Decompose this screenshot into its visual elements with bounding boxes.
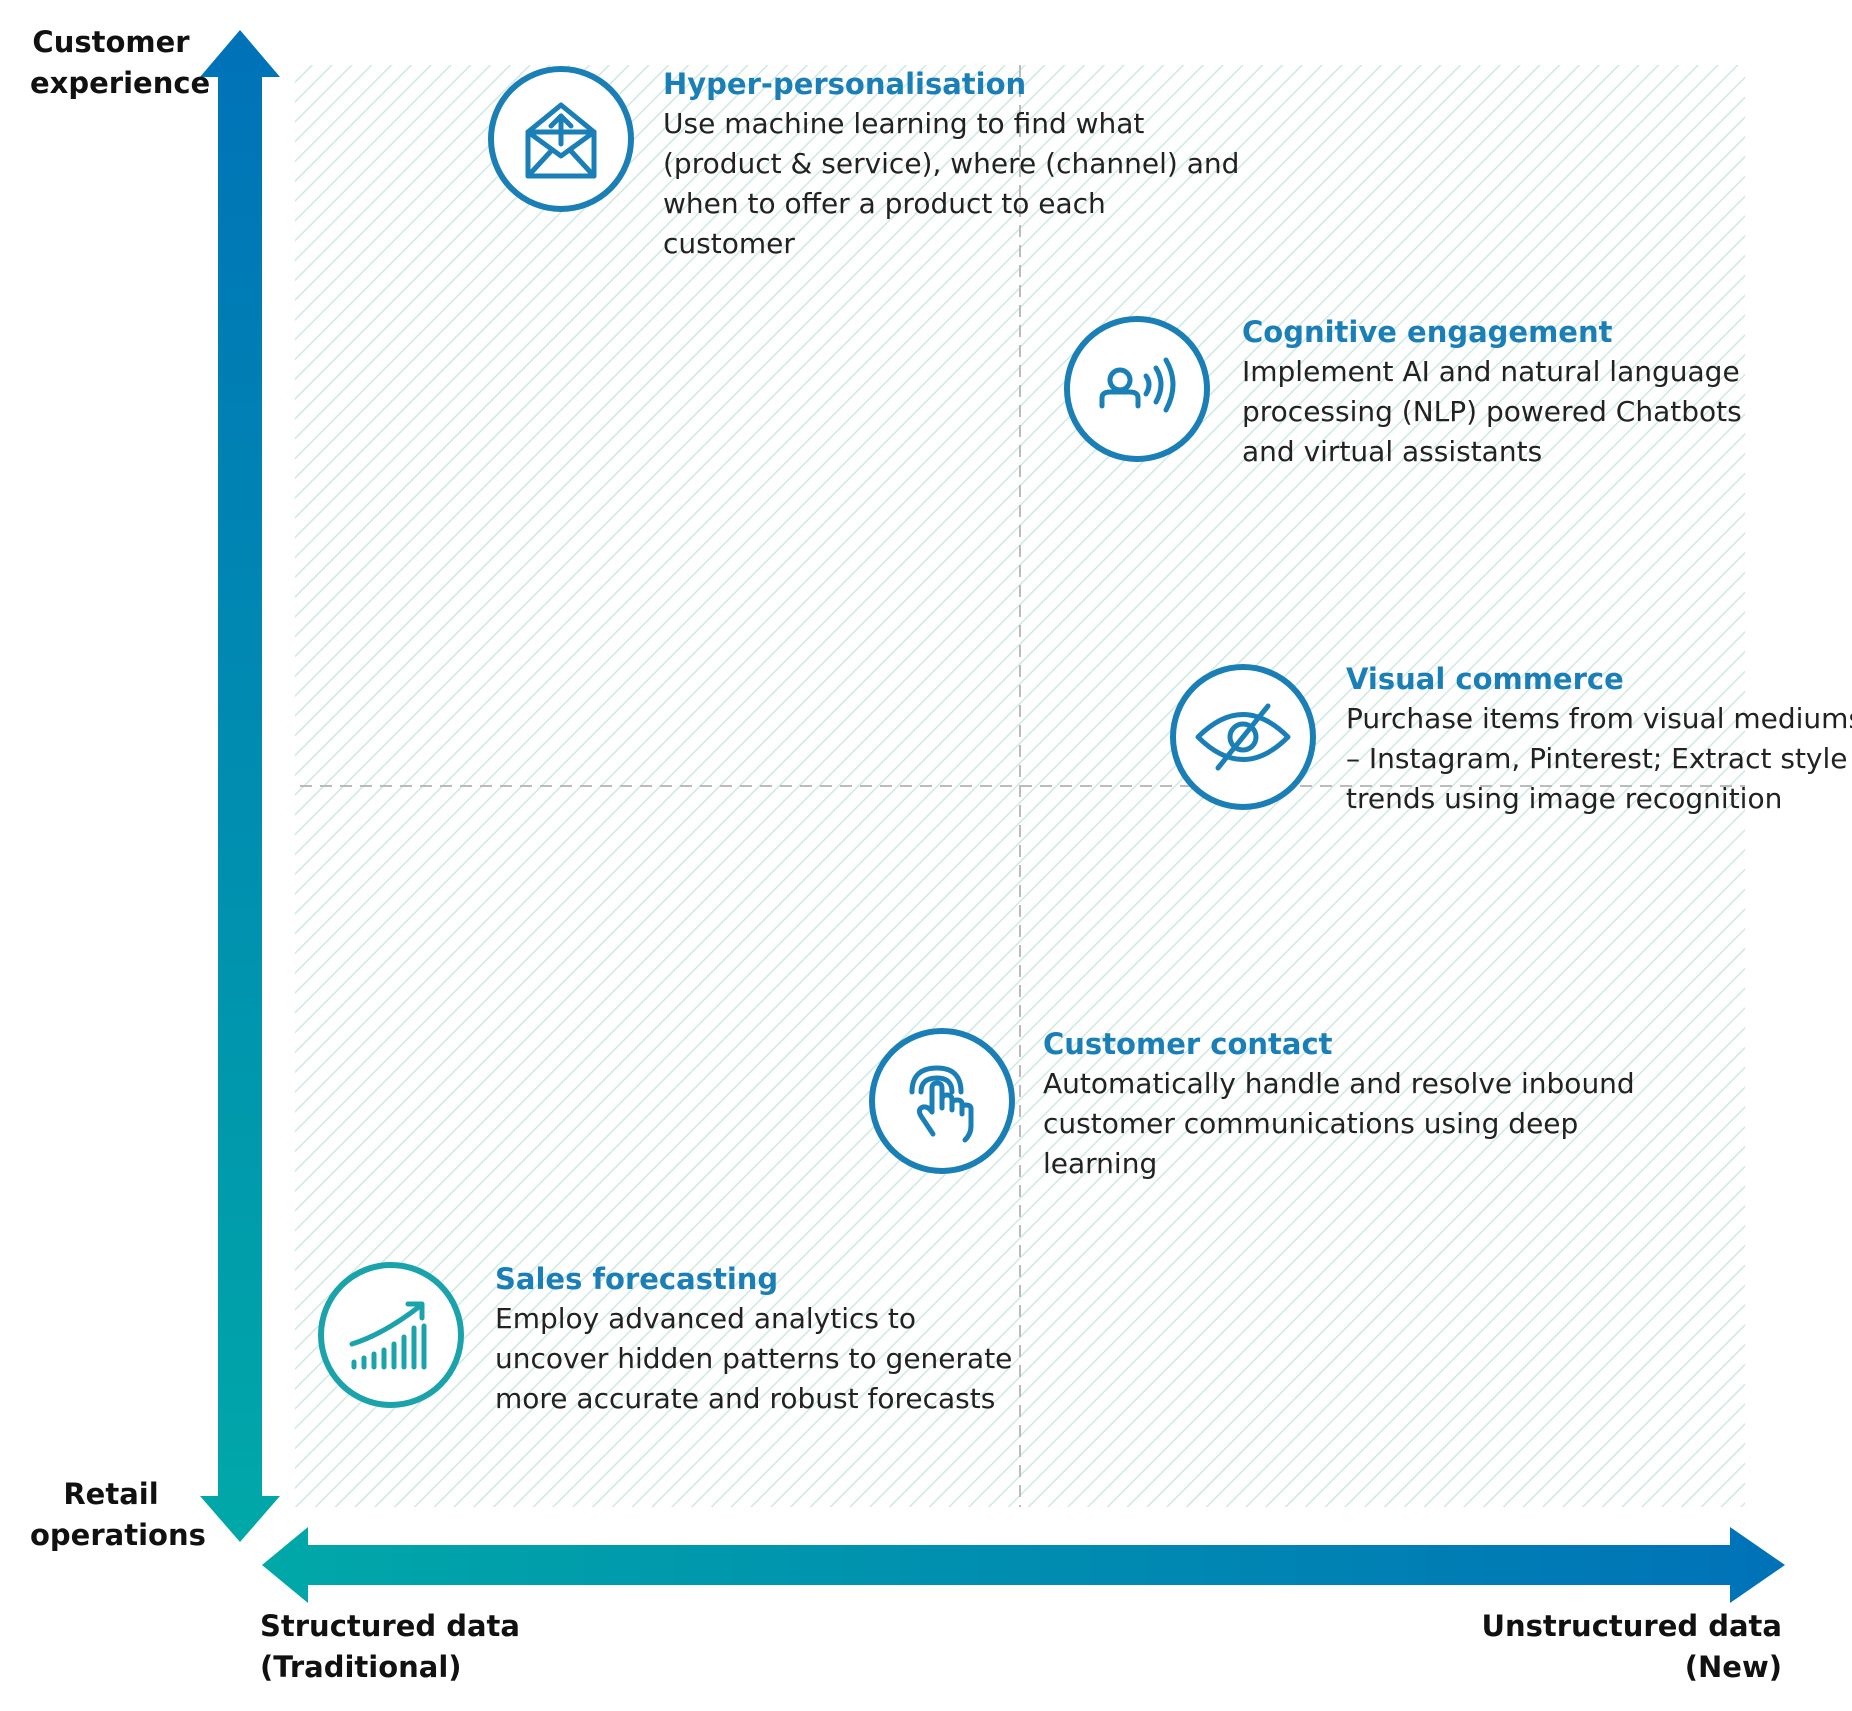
- description-line: Automatically handle and resolve inbound: [1043, 1067, 1635, 1100]
- description-line: Purchase items from visual mediums: [1346, 702, 1852, 735]
- item-visual-commerce: Visual commerce Purchase items from visu…: [1346, 659, 1852, 819]
- item-title: Customer contact: [1043, 1027, 1333, 1061]
- item-cognitive-engagement: Cognitive engagement Implement AI and na…: [1242, 312, 1742, 472]
- item-title: Hyper-personalisation: [663, 67, 1027, 101]
- description-line: Implement AI and natural language: [1242, 355, 1740, 388]
- description-line: processing (NLP) powered Chatbots: [1242, 395, 1742, 428]
- y-axis-bottom-line: Retail: [63, 1477, 159, 1511]
- x-axis-right-line: Unstructured data: [1481, 1609, 1782, 1643]
- description-line: Use machine learning to find what: [663, 107, 1145, 140]
- y-axis-bottom-line: operations: [30, 1518, 206, 1552]
- description-line: customer: [663, 227, 795, 260]
- x-axis-left-line: (Traditional): [260, 1650, 462, 1684]
- item-hyper-personalisation: Hyper-personalisation Use machine learni…: [663, 64, 1239, 264]
- item-description: Implement AI and natural language proces…: [1242, 352, 1742, 472]
- description-line: and virtual assistants: [1242, 435, 1543, 468]
- description-line: learning: [1043, 1147, 1158, 1180]
- item-description: Purchase items from visual mediums – Ins…: [1346, 699, 1852, 819]
- eye-slash-icon: [1170, 664, 1316, 810]
- horizontal-axis-arrow: [262, 1527, 1785, 1603]
- description-line: trends using image recognition: [1346, 782, 1783, 815]
- voice-assistant-icon: [1064, 316, 1210, 462]
- growth-chart-icon: [318, 1262, 464, 1408]
- item-description: Automatically handle and resolve inbound…: [1043, 1064, 1635, 1184]
- description-line: more accurate and robust forecasts: [495, 1382, 996, 1415]
- description-line: when to offer a product to each: [663, 187, 1106, 220]
- description-line: uncover hidden patterns to generate: [495, 1342, 1013, 1375]
- y-axis-bottom-label: Retail operations: [30, 1474, 206, 1556]
- item-description: Use machine learning to find what (produ…: [663, 104, 1239, 264]
- item-sales-forecasting: Sales forecasting Employ advanced analyt…: [495, 1259, 1012, 1419]
- x-axis-right-line: (New): [1684, 1650, 1782, 1684]
- description-line: customer communications using deep: [1043, 1107, 1579, 1140]
- item-title: Cognitive engagement: [1242, 315, 1613, 349]
- vertical-axis-arrow: [200, 30, 280, 1542]
- x-axis-left-label: Structured data (Traditional): [260, 1606, 520, 1688]
- item-description: Employ advanced analytics to uncover hid…: [495, 1299, 1012, 1419]
- item-title: Sales forecasting: [495, 1262, 779, 1296]
- description-line: (product & service), where (channel) and: [663, 147, 1240, 180]
- y-axis-top-line: experience: [30, 66, 211, 100]
- y-axis-top-label: Customer experience: [30, 22, 211, 104]
- y-axis-top-line: Customer: [32, 25, 190, 59]
- x-axis-left-line: Structured data: [260, 1609, 520, 1643]
- item-title: Visual commerce: [1346, 662, 1624, 696]
- x-axis-right-label: Unstructured data (New): [1481, 1606, 1782, 1688]
- description-line: – Instagram, Pinterest; Extract style: [1346, 742, 1848, 775]
- touch-hand-icon: [869, 1028, 1015, 1174]
- item-customer-contact: Customer contact Automatically handle an…: [1043, 1024, 1635, 1184]
- envelope-upload-icon: [488, 66, 634, 212]
- description-line: Employ advanced analytics to: [495, 1302, 916, 1335]
